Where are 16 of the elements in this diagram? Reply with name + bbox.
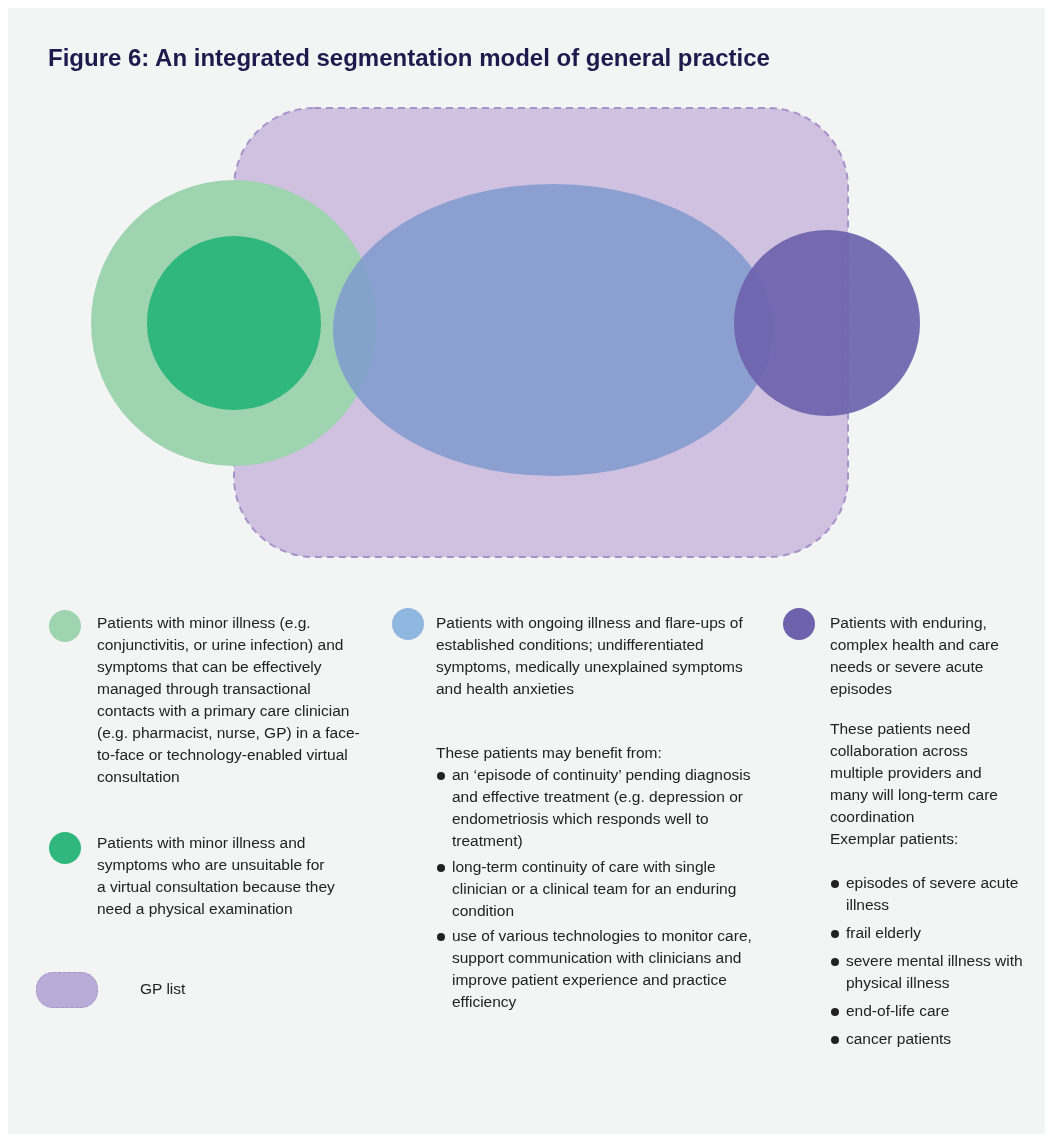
note-text: These patients need collaboration across multiple providers and many will long-term care coordination [830, 719, 999, 827]
bullet-text: frail elderly [846, 923, 922, 943]
bullet-text: episodes of severe acute illness [846, 873, 1020, 915]
legend-text: Patients with minor illness and symptoms who are unsuitable for a virtual consultation because they need a physical examination [97, 833, 336, 919]
bullet-text: an ‘episode of continuity’ pending diagnosis and effective treatment (e.g. depression or endometriosis which responds well to treatment) [452, 765, 752, 851]
legend-text: Patients with enduring, complex health and care needs or severe acute episodes [830, 613, 1000, 699]
legend-text: Patients with minor illness (e.g. conjunctivitis, or urine infection) and symptoms that can be effectively managed through transactional contacts with a primary care clinician (e.g. pharmacist, nurse, GP) in a face-to-face or technology-enabled virtual consultation [97, 613, 361, 787]
legend-text: Patients with ongoing illness and flare-ups of established conditions; undifferentiated symptoms, medically unexplained symptoms and health anxieties [436, 613, 744, 699]
bullet-text: severe mental illness with physical illness [846, 951, 1024, 993]
bullet-text: use of various technologies to monitor care, support communication with clinicians and improve patient experience and practice efficiency [452, 926, 752, 1012]
legend-text: GP list [140, 979, 187, 999]
bullet-text: cancer patients [846, 1029, 953, 1049]
note-text: Exemplar patients: [830, 829, 960, 849]
note-text: These patients may benefit from: [436, 743, 663, 763]
figure-title: Figure 6: An integrated segmentation model of general practice [48, 44, 770, 72]
bullet-text: end-of-life care [846, 1001, 951, 1021]
